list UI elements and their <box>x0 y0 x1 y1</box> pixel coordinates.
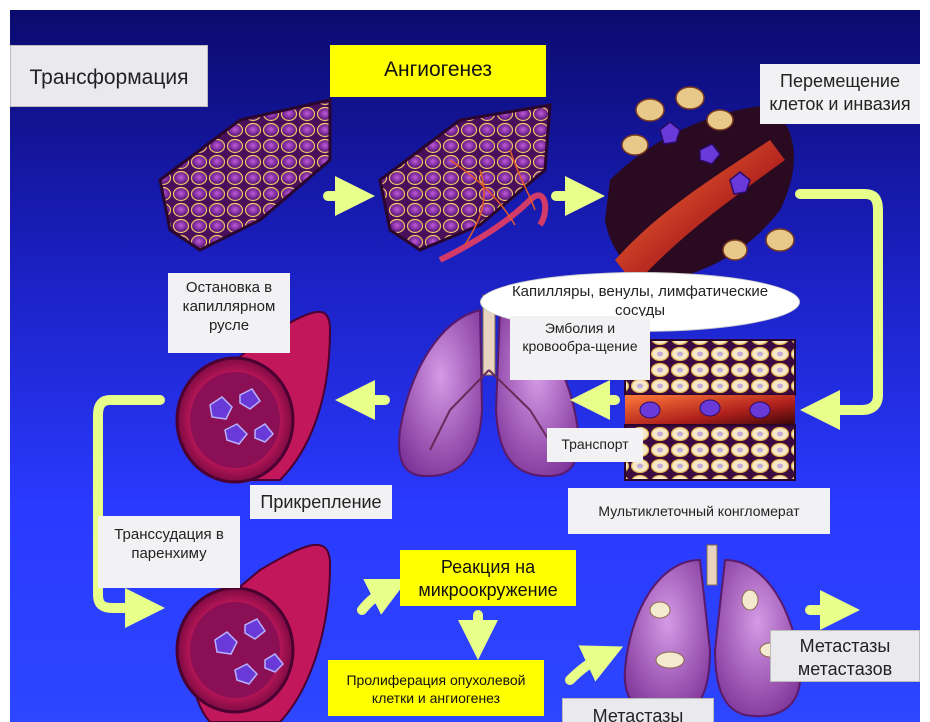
label-attachment: Прикрепление <box>250 485 392 519</box>
diagram-canvas: Трансформация Ангиогенез Перемещение кле… <box>10 10 920 722</box>
label-angiogenesis: Ангиогенез <box>330 45 546 97</box>
label-proliferation: Пролиферация опухолевой клетки и ангиоге… <box>328 660 544 716</box>
tissue-block-1 <box>160 100 330 250</box>
label-transport: Транспорт <box>547 428 643 462</box>
label-embolism: Эмболия и кровообра-щение <box>510 316 650 380</box>
tissue-block-2 <box>380 105 550 260</box>
label-microenv-reaction: Реакция на микроокружение <box>400 550 576 606</box>
label-metastases: Метастазы <box>562 698 714 722</box>
label-metastases-of-metastases: Метастазы метастазов <box>770 630 920 682</box>
label-arrest-capillary: Остановка в капиллярном русле <box>168 273 290 353</box>
label-transudation: Транссудация в паренхиму <box>98 516 240 588</box>
label-multicellular: Мультиклеточный конгломерат <box>568 488 830 534</box>
label-migration-invasion: Перемещение клеток и инвазия <box>760 64 920 124</box>
label-transformation: Трансформация <box>10 45 208 107</box>
transport-tissue <box>625 340 795 480</box>
